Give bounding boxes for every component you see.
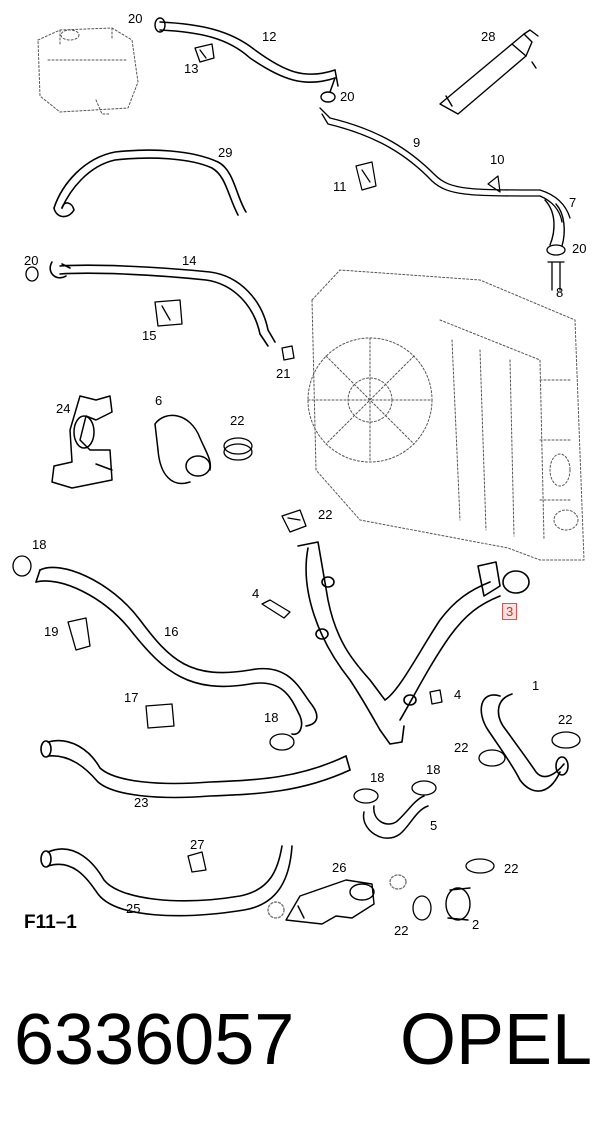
hose-3	[297, 541, 530, 745]
clamps-18-lower	[353, 780, 437, 804]
callout-21: 21	[276, 366, 291, 381]
component-2	[445, 887, 471, 921]
clamp-20-top	[154, 17, 336, 103]
clamp-22-mid	[223, 437, 253, 461]
callout-3-highlighted: 3	[502, 603, 518, 620]
brand-name: OPEL	[400, 1000, 593, 1080]
callout-8: 8	[556, 285, 564, 300]
callout-18: 18	[32, 537, 47, 552]
callout-10: 10	[490, 152, 505, 167]
pipe-9	[319, 107, 571, 223]
callout-19: 19	[44, 624, 59, 639]
callout-1: 1	[532, 678, 540, 693]
callout-22: 22	[318, 507, 333, 522]
hose-29	[53, 149, 247, 218]
clamps-20-21-15	[25, 266, 295, 361]
hose-6	[154, 414, 212, 485]
callout-28: 28	[481, 29, 496, 44]
clamp-22-upper	[281, 509, 307, 533]
callout-22: 22	[394, 923, 409, 938]
callout-6: 6	[155, 393, 163, 408]
hose-5	[362, 795, 429, 839]
bolts-4	[261, 599, 443, 705]
clamps-22-bottom	[412, 858, 495, 921]
clamps-18-19-17	[12, 555, 295, 751]
callout-25: 25	[126, 901, 141, 916]
component-28	[439, 29, 539, 115]
callout-7: 7	[569, 195, 577, 210]
component-26	[267, 874, 407, 925]
bolt-8-clamp-20	[546, 244, 566, 291]
callout-12: 12	[262, 29, 277, 44]
hose-14	[49, 261, 276, 347]
callout-26: 26	[332, 860, 347, 875]
callout-27: 27	[190, 837, 205, 852]
bracket-24	[51, 395, 113, 489]
callout-18: 18	[426, 762, 441, 777]
callout-20: 20	[572, 241, 587, 256]
clamps-22-side	[478, 731, 581, 767]
callout-9: 9	[413, 135, 421, 150]
callout-20: 20	[128, 11, 143, 26]
radiator-fan-ghost	[307, 269, 585, 561]
callout-5: 5	[430, 818, 438, 833]
clip-27	[187, 851, 207, 873]
figure-code: F11–1	[24, 912, 77, 933]
callout-2: 2	[472, 917, 480, 932]
expansion-tank-ghost	[37, 27, 139, 115]
callout-20: 20	[24, 253, 39, 268]
hose-7	[544, 199, 565, 247]
callout-22: 22	[504, 861, 519, 876]
callout-22: 22	[558, 712, 573, 727]
hose-12	[159, 21, 339, 93]
callout-11: 11	[333, 179, 347, 194]
callout-4: 4	[454, 687, 462, 702]
hose-25	[40, 845, 293, 917]
callout-22: 22	[454, 740, 469, 755]
callout-16: 16	[164, 624, 179, 639]
callout-24: 24	[56, 401, 71, 416]
hose-23	[40, 739, 351, 799]
part-number: 6336057	[14, 1000, 295, 1080]
callout-15: 15	[142, 328, 157, 343]
callout-13: 13	[184, 61, 199, 76]
callout-22: 22	[230, 413, 245, 428]
callout-18: 18	[370, 770, 385, 785]
clip-10-11	[355, 161, 501, 193]
callout-23: 23	[134, 795, 149, 810]
hose-16	[35, 566, 318, 736]
callout-4: 4	[252, 586, 260, 601]
callout-20: 20	[340, 89, 355, 104]
callout-14: 14	[182, 253, 197, 268]
callout-17: 17	[124, 690, 139, 705]
callout-29: 29	[218, 145, 233, 160]
callout-18: 18	[264, 710, 279, 725]
clip-13	[194, 43, 215, 63]
hose-1	[480, 693, 569, 792]
cooling-hoses-exploded-diagram	[12, 17, 585, 925]
